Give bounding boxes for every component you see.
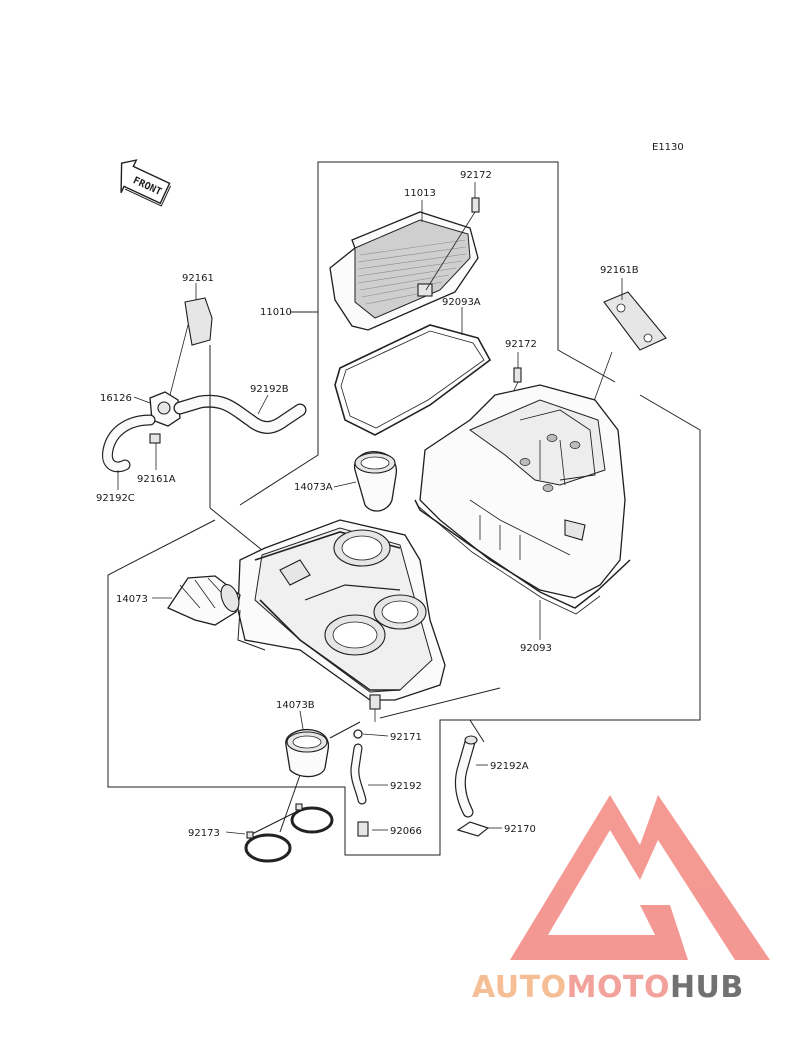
air-filter-element [329,200,479,331]
label-92172-top: 92172 [460,170,492,181]
label-92093: 92093 [520,643,552,654]
label-14073b: 14073B [276,700,315,711]
label-92192a: 92192A [490,761,529,772]
watermark-auto: AUTO [472,970,567,1005]
label-11010: 11010 [260,307,292,318]
hose-92192 [350,743,388,805]
label-92161: 92161 [182,273,214,284]
label-92170: 92170 [504,824,536,835]
label-92171: 92171 [390,732,422,743]
watermark-logo-icon [510,795,770,960]
label-92173: 92173 [188,828,220,839]
label-11013: 11013 [404,188,436,199]
duct-14073 [152,575,241,626]
watermark-moto: MOTO [567,970,670,1005]
label-14073a: 14073A [294,482,333,493]
vacuum-switch-valve-assembly [101,283,307,551]
diagram-code: E1130 [652,142,684,153]
svg-text:AUTOMOTOHUB: AUTOMOTOHUB [472,970,744,1005]
plug-92066 [357,821,388,837]
air-cleaner-lower-case [237,519,446,722]
watermark-hub: HUB [670,970,744,1005]
label-92161b: 92161B [600,265,639,276]
label-92172-mid: 92172 [505,339,537,350]
gasket-92093a [334,307,492,436]
pad-92161b [589,278,667,413]
assembly-frame-lines [107,161,701,856]
hose-92192a [379,687,501,818]
part-labels: 11013 92172 92161 11010 92093A 92161B 92… [96,170,639,839]
automotohub-watermark: AUTOMOTOHUB [472,795,770,1005]
label-16126: 16126 [100,393,132,404]
label-92161a: 92161A [137,474,176,485]
label-14073: 14073 [116,594,148,605]
duct-14073a [333,451,398,512]
label-92192: 92192 [390,781,422,792]
label-92093a: 92093A [442,297,481,308]
label-92192c: 92192C [96,493,135,504]
label-92066: 92066 [390,826,422,837]
clamp-92173 [225,774,334,863]
front-arrow-icon: FRONT [120,159,172,207]
clamp-92170 [456,821,502,837]
air-cleaner-upper-case [414,384,631,640]
label-92192b: 92192B [250,384,289,395]
bolt-92172-top [425,182,480,291]
clip-92171 [353,729,389,739]
duct-14073b [285,710,361,778]
